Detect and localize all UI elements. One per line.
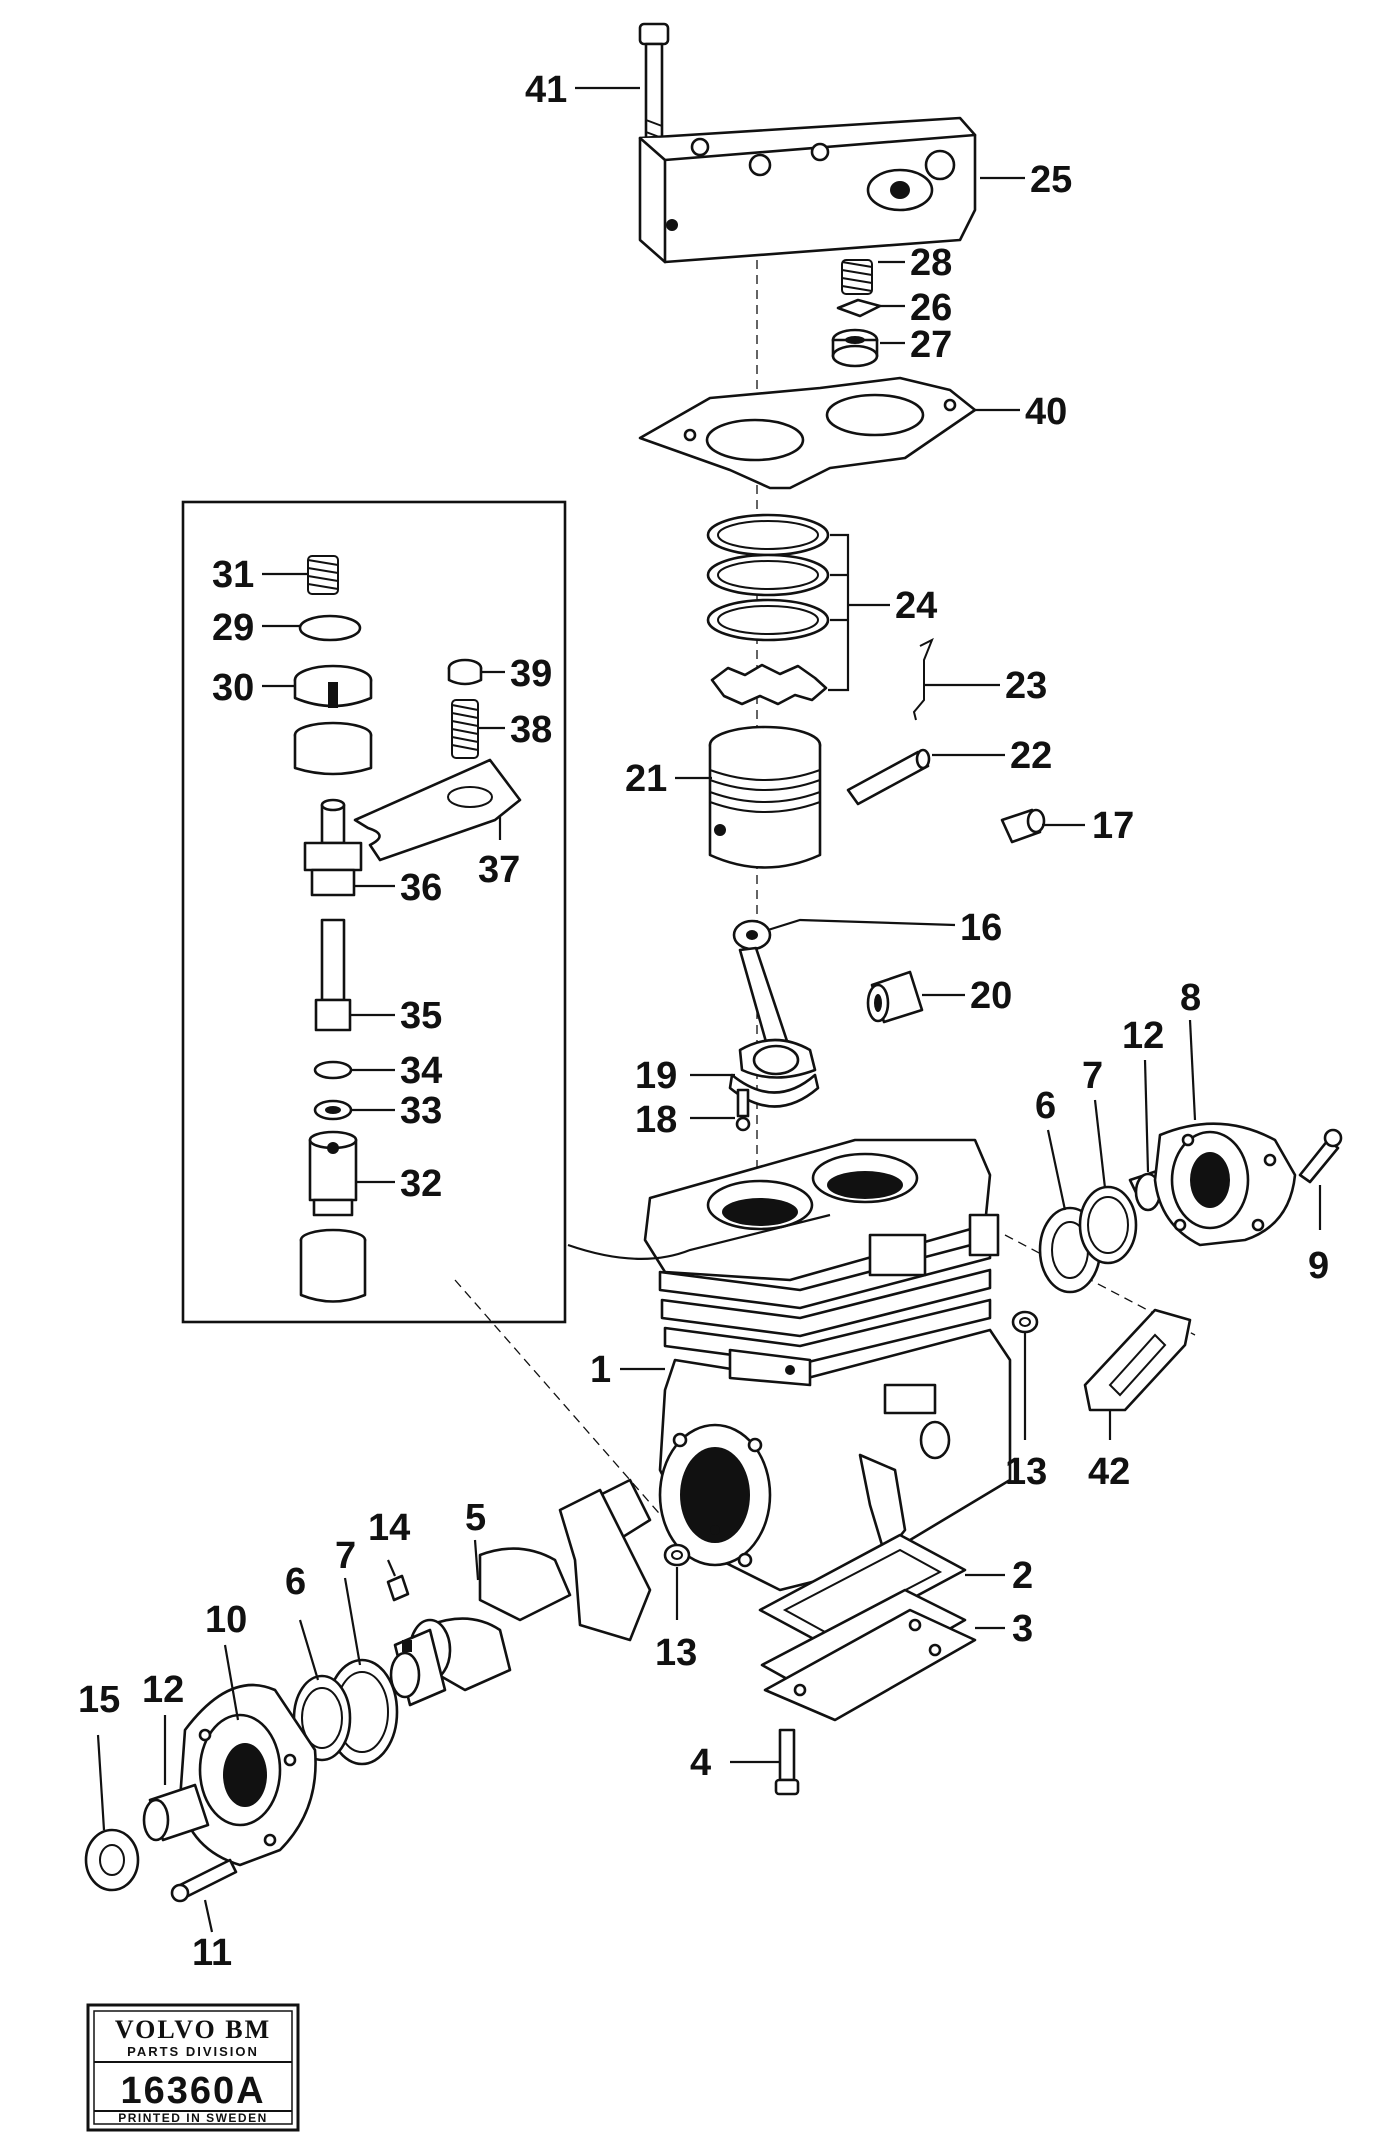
callout-24: 24 [895,585,937,627]
part-16-connecting-rod [732,919,817,1079]
callout-36: 36 [400,867,442,909]
part-8-end-cover [1153,1122,1297,1247]
part-20-bushing [866,970,924,1024]
callout-26: 26 [910,287,952,329]
callout-6-right: 6 [1035,1085,1056,1127]
part-28-spring [841,259,873,295]
callout-13-left: 13 [655,1632,697,1674]
stamp-brand: VOLVO BM [115,2015,271,2044]
callout-42: 42 [1088,1451,1130,1493]
part-24-piston-rings [706,513,830,706]
part-22-piston-pin [846,748,931,806]
callout-10: 10 [205,1599,247,1641]
part-21-piston [708,725,822,869]
part-13-washer-left [663,1543,691,1567]
part-9-cover-bolt [1298,1128,1343,1184]
part-25-cylinder-head [638,116,977,264]
callout-28: 28 [910,242,952,284]
part-7-gasket-right [1078,1185,1138,1265]
callout-labels: 41 25 28 26 27 40 24 23 22 21 17 16 20 8… [78,69,1329,1974]
callout-29: 29 [212,607,254,649]
callout-35: 35 [400,995,442,1037]
part-27-valve-seat [831,328,879,368]
part-19-rod-cap [728,1073,820,1108]
part-11-cover-screw [170,1858,238,1903]
callout-4: 4 [690,1742,711,1784]
callout-15: 15 [78,1679,120,1721]
part-5-crankshaft [389,1478,652,1707]
stamp-drawing-number: 16360A [120,2070,265,2112]
callout-25: 25 [1030,159,1072,201]
callout-20: 20 [970,975,1012,1017]
callout-12-right: 12 [1122,1015,1164,1057]
callout-1: 1 [590,1349,611,1391]
callout-33: 33 [400,1090,442,1132]
callout-41: 41 [525,69,567,111]
callout-23: 23 [1005,665,1047,707]
callout-8: 8 [1180,977,1201,1019]
callout-27: 27 [910,324,952,366]
callout-6-left: 6 [285,1561,306,1603]
callout-21: 21 [625,758,667,800]
detail-leader-line [567,1213,831,1260]
callout-14: 14 [368,1507,410,1549]
callout-22: 22 [1010,735,1052,777]
part-17-small-bushing [1000,808,1046,844]
part-14-key [386,1574,410,1602]
unloader-detail-inset [181,500,567,1324]
callout-5: 5 [465,1497,486,1539]
part-26-valve-plate [836,298,882,318]
callout-11: 11 [192,1932,232,1974]
volvo-bm-parts-stamp: VOLVO BM PARTS DIVISION 16360A PRINTED I… [86,2003,300,2132]
callout-leaders [96,86,1322,1933]
callout-34: 34 [400,1050,442,1092]
callout-30: 30 [212,667,254,709]
callout-32: 32 [400,1163,442,1205]
callout-9: 9 [1308,1245,1329,1287]
callout-2: 2 [1012,1555,1033,1597]
callout-31: 31 [212,554,254,596]
part-15-oil-seal [84,1828,140,1892]
callout-40: 40 [1025,391,1067,433]
part-23-piston-pin-clip [912,637,934,721]
callout-19: 19 [635,1055,677,1097]
callout-37: 37 [478,849,520,891]
part-12-bearing-left [142,1783,210,1842]
part-40-head-gasket [638,376,977,490]
callout-16: 16 [960,907,1002,949]
part-13-washer-right [1011,1310,1039,1334]
callout-18: 18 [635,1099,677,1141]
part-18-rod-bolt [735,1088,751,1132]
callout-7-right: 7 [1082,1055,1103,1097]
stamp-printed-in: PRINTED IN SWEDEN [118,2111,268,2125]
part-42-side-gasket [1083,1308,1192,1412]
stamp-division: PARTS DIVISION [127,2044,259,2059]
callout-7-left: 7 [335,1535,356,1577]
callout-39: 39 [510,653,552,695]
callout-3: 3 [1012,1608,1033,1650]
callout-17: 17 [1092,805,1134,847]
part-1-crankcase [643,1138,1012,1592]
part-3-bottom-cover [760,1588,977,1722]
part-4-cover-bolt [774,1728,800,1796]
part-2-bottom-gasket [758,1533,967,1647]
callout-13-right: 13 [1005,1451,1047,1493]
callout-12-left: 12 [142,1669,184,1711]
callout-38: 38 [510,709,552,751]
